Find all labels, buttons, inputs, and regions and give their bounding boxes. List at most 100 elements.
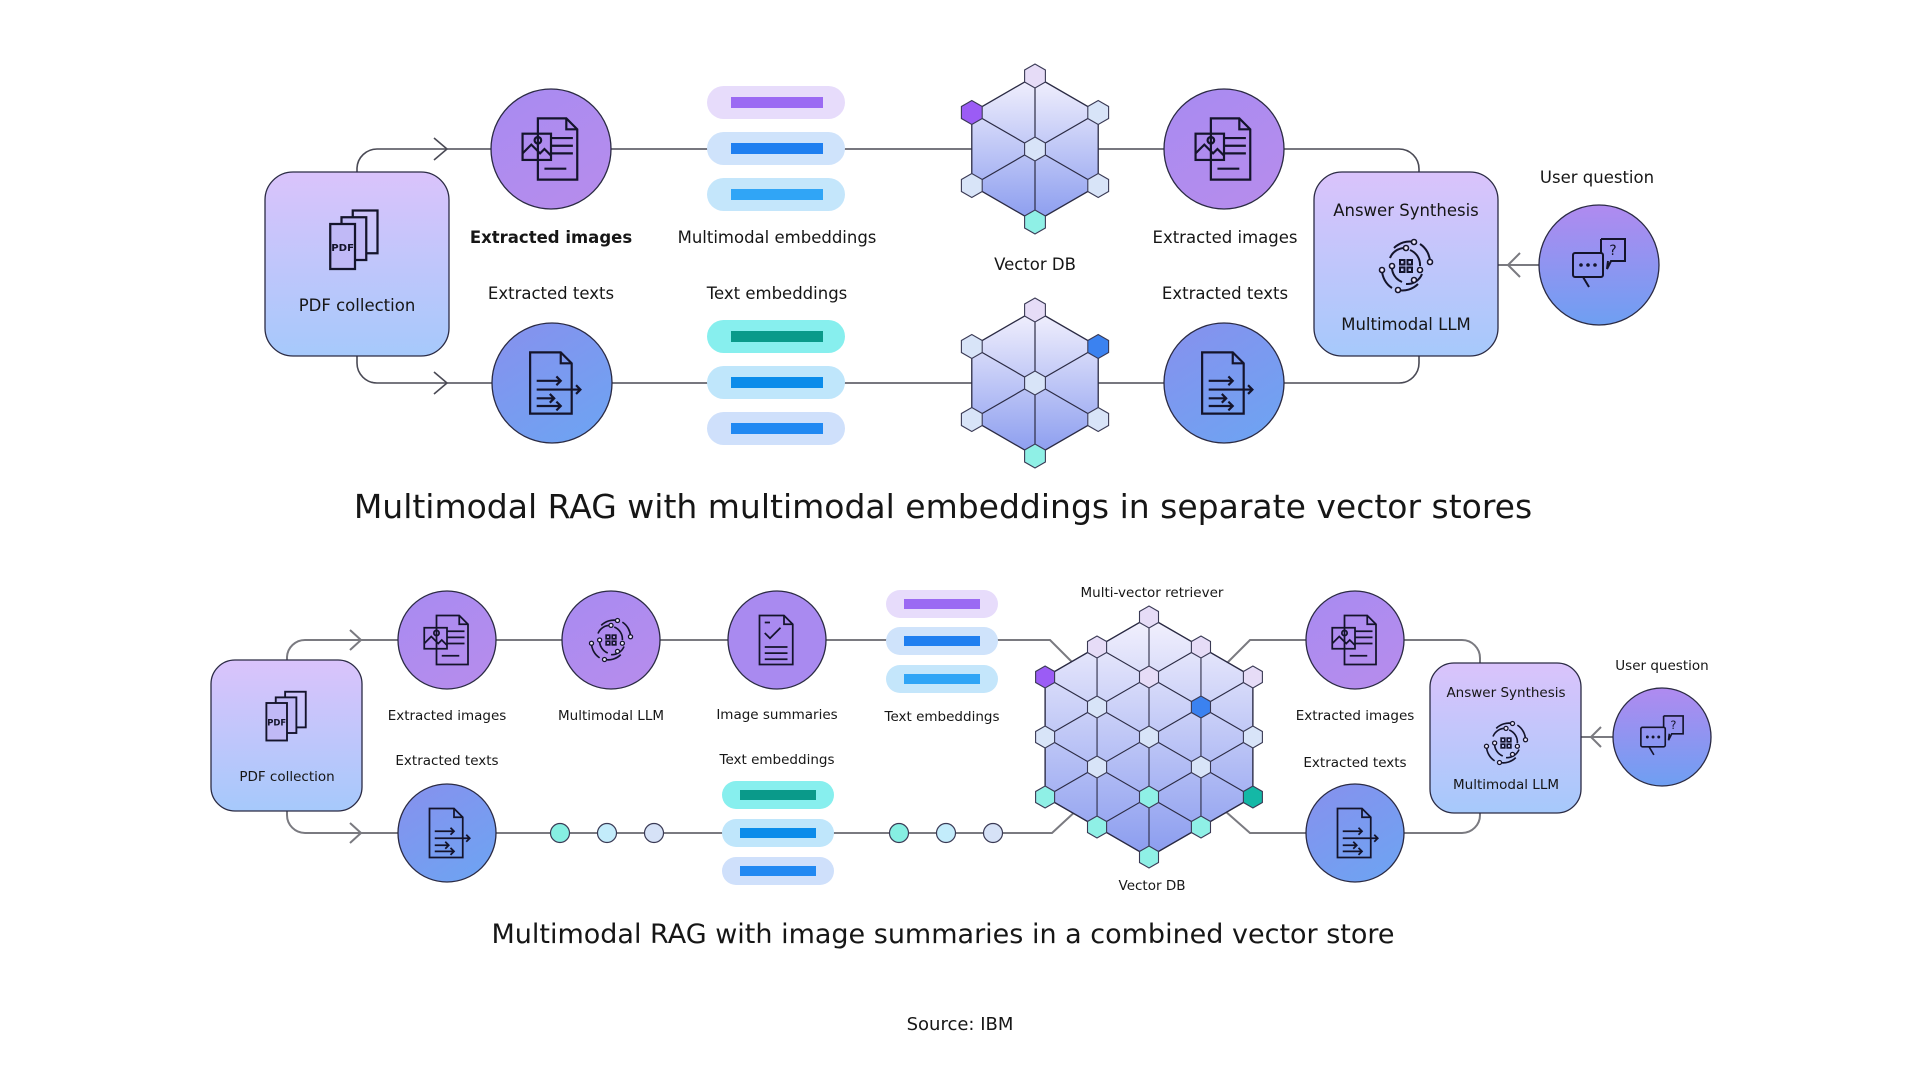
image-summaries-label: Image summaries — [716, 707, 837, 723]
user-question-node[interactable] — [1612, 687, 1712, 787]
multimodal-llm-label: Multimodal LLM — [1341, 315, 1471, 334]
multimodal-embeddings-stack — [707, 86, 845, 211]
extracted-texts-label: Extracted texts — [488, 284, 614, 303]
vector-node — [1024, 63, 1046, 89]
answer-synthesis-title: Answer Synthesis — [1446, 685, 1565, 701]
user-question-label: User question — [1615, 658, 1708, 674]
vector-node — [1087, 172, 1110, 199]
vector-node — [1138, 725, 1160, 749]
vector-node — [1024, 136, 1046, 162]
retrieved-images-node[interactable] — [1305, 590, 1405, 690]
retrieved-texts-node[interactable] — [1163, 322, 1285, 444]
diagram-title-separate: Multimodal RAG with multimodal embedding… — [354, 487, 1532, 526]
flow-line-out-images — [1209, 639, 1481, 681]
vector-node — [1190, 755, 1212, 779]
vector-node — [1087, 333, 1110, 360]
embedding-dots-left — [549, 822, 665, 844]
multimodal-llm-node[interactable] — [561, 590, 661, 690]
vector-node — [960, 406, 983, 433]
text-embeddings-stack — [722, 781, 834, 885]
answer-synthesis-title: Answer Synthesis — [1333, 201, 1479, 220]
vector-node — [1024, 370, 1046, 396]
pdf-collection-box[interactable]: PDF collection — [210, 659, 363, 812]
vector-node — [1138, 785, 1160, 809]
vector-node — [1138, 605, 1160, 629]
text-embeddings-label: Text embeddings — [706, 284, 848, 303]
vector-node — [1035, 785, 1056, 809]
image-summaries-node[interactable] — [727, 590, 827, 690]
vector-node — [1138, 665, 1160, 689]
vector-node — [1242, 665, 1263, 689]
embedding-dot — [596, 822, 618, 844]
vector-node — [1086, 755, 1108, 779]
diagram-combined-store: PDF collection Extracted images Multimod… — [210, 585, 1712, 950]
vector-node — [960, 333, 983, 360]
summary-embeddings-stack — [886, 590, 998, 693]
vector-node — [1087, 99, 1110, 126]
flow-line-images — [286, 638, 1091, 681]
vector-node — [1035, 725, 1056, 749]
flow-line-texts — [356, 356, 1420, 384]
embedding-dot — [935, 822, 957, 844]
flow-line-texts — [286, 795, 1093, 834]
summary-embeddings-label: Text embeddings — [884, 709, 1000, 725]
vector-db-combined[interactable] — [1035, 605, 1263, 869]
embedding-dot — [982, 822, 1004, 844]
vector-node — [960, 172, 983, 199]
text-embeddings-stack — [707, 320, 845, 445]
arrow-chevron-texts — [433, 371, 449, 395]
vector-node — [1035, 665, 1056, 689]
arrow-chevron-user — [1589, 726, 1602, 748]
retrieved-images-node[interactable] — [1163, 88, 1285, 210]
retrieved-images-label: Extracted images — [1296, 708, 1415, 724]
vector-node — [1024, 209, 1046, 235]
vector-node — [1086, 815, 1108, 839]
diagram-title-combined: Multimodal RAG with image summaries in a… — [491, 919, 1394, 950]
user-question-label: User question — [1540, 168, 1654, 187]
vector-node — [1190, 635, 1212, 659]
pdf-collection-box[interactable]: PDF collection — [264, 171, 450, 357]
multimodal-embeddings-label: Multimodal embeddings — [678, 228, 877, 247]
multimodal-llm-label: Multimodal LLM — [558, 708, 664, 724]
vector-db-multimodal[interactable] — [960, 63, 1110, 235]
arrow-chevron-texts — [349, 822, 363, 844]
extracted-images-node[interactable] — [397, 590, 497, 690]
extracted-texts-node[interactable] — [491, 322, 613, 444]
pdf-collection-label: PDF collection — [239, 769, 334, 785]
answer-synthesis-box[interactable]: Answer Synthesis Multimodal LLM — [1429, 662, 1582, 814]
embedding-dot — [549, 822, 571, 844]
vector-db-text[interactable] — [960, 297, 1110, 469]
vector-node — [960, 99, 983, 126]
source-credit: Source: IBM — [907, 1014, 1014, 1035]
extracted-images-node[interactable] — [490, 88, 612, 210]
embedding-dots-right — [888, 822, 1004, 844]
vector-node — [1024, 297, 1046, 323]
flow-line-out-texts — [1207, 795, 1481, 834]
multimodal-llm-label: Multimodal LLM — [1453, 777, 1559, 793]
retrieved-texts-label: Extracted texts — [1303, 755, 1406, 771]
arrow-chevron-images — [349, 629, 363, 651]
diagram-separate-stores: PDF collection Extracted images Extracte… — [264, 63, 1660, 526]
arrow-chevron-user — [1506, 252, 1521, 278]
vector-node — [1190, 695, 1212, 719]
retrieved-texts-label: Extracted texts — [1162, 284, 1288, 303]
vector-node — [1087, 406, 1110, 433]
multi-vector-retriever-label: Multi-vector retriever — [1081, 585, 1224, 601]
vector-node — [1086, 695, 1108, 719]
answer-synthesis-box[interactable]: Answer Synthesis Multimodal LLM — [1313, 171, 1499, 357]
extracted-texts-node[interactable] — [397, 783, 497, 883]
extracted-texts-label: Extracted texts — [395, 753, 498, 769]
embedding-dot — [888, 822, 910, 844]
vector-node — [1024, 443, 1046, 469]
extracted-images-label: Extracted images — [470, 228, 632, 247]
text-embeddings-label: Text embeddings — [719, 752, 835, 768]
pdf-collection-label: PDF collection — [299, 296, 416, 315]
retrieved-texts-node[interactable] — [1305, 783, 1405, 883]
embedding-dot — [643, 822, 665, 844]
vector-node — [1086, 635, 1108, 659]
vector-db-label: Vector DB — [1119, 878, 1186, 894]
user-question-node[interactable] — [1538, 204, 1660, 326]
vector-node — [1242, 785, 1263, 809]
vector-db-label: Vector DB — [994, 255, 1076, 274]
